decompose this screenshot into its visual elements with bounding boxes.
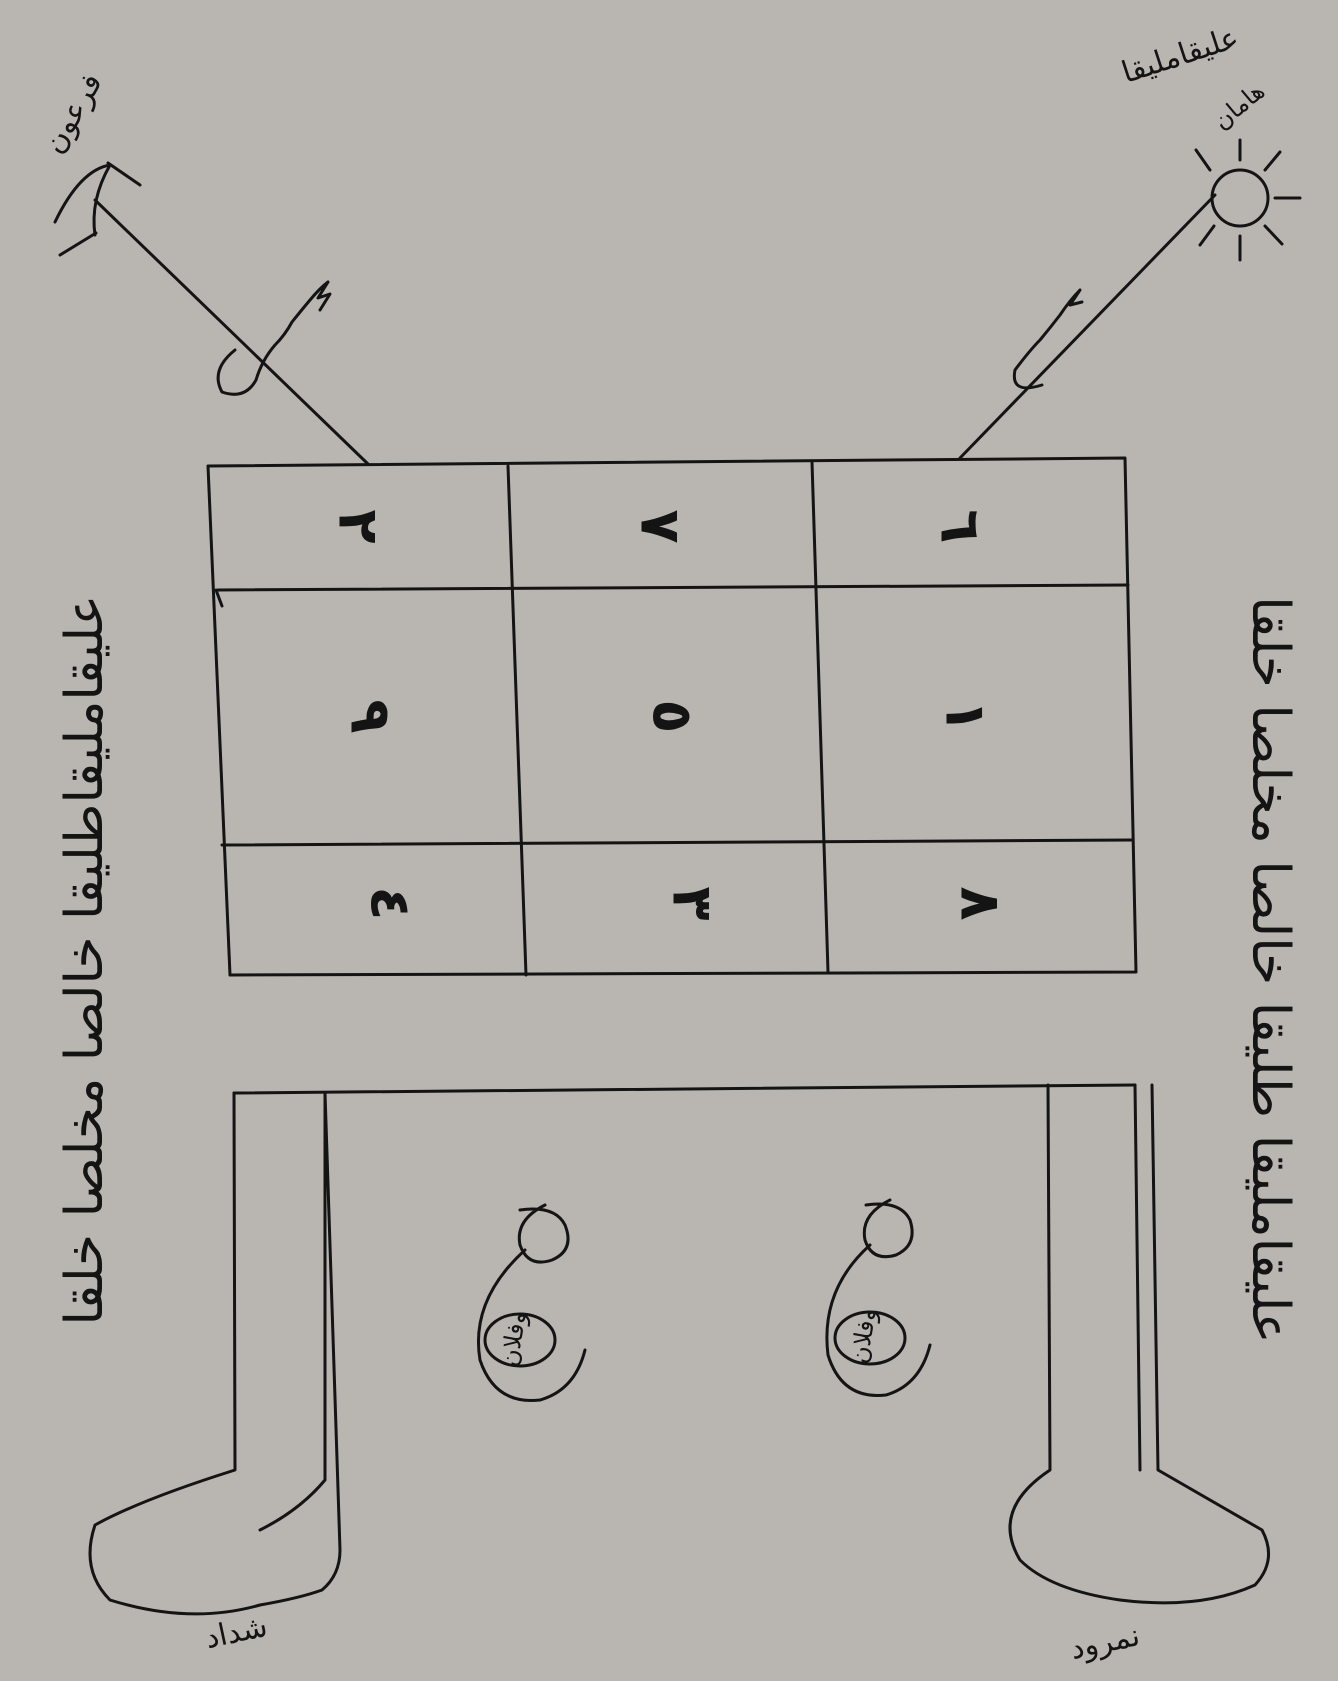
- grid-vertical-line-1: [508, 466, 526, 975]
- square-cell-r1c1: ٢: [326, 467, 391, 587]
- left-side-incantation: عليقامليقاطليقا خالصا مخلصا خلقا: [55, 510, 115, 1410]
- grid-vertical-line-2: [812, 462, 828, 972]
- right-sun-symbol: [1196, 140, 1300, 260]
- square-cell-r2c1: ٩: [338, 657, 403, 777]
- right-squiggle-sign: [1014, 290, 1082, 388]
- inner-left-sign: [478, 1205, 585, 1401]
- inner-right-sign: [827, 1200, 930, 1396]
- square-cell-r1c3: ٦: [928, 467, 993, 587]
- left-squiggle-sign: [218, 282, 330, 394]
- grid-stub-line: [216, 590, 222, 606]
- square-cell-r1c2: ٧: [628, 467, 693, 587]
- square-cell-r2c3: ١: [933, 657, 998, 777]
- square-cell-r3c3: ٨: [948, 844, 1013, 964]
- table-top: [234, 1085, 1135, 1093]
- right-antenna-line: [960, 195, 1215, 458]
- right-leg-inner: [1135, 1085, 1140, 1470]
- left-antenna-line: [95, 200, 368, 464]
- square-cell-r3c1: ٤: [358, 844, 423, 964]
- right-side-incantation: عليقامليقا طليقا خالصا مخلصا خلقا: [1240, 520, 1300, 1420]
- square-cell-r2c2: ٥: [640, 657, 705, 777]
- left-eye-symbol: [55, 163, 140, 255]
- square-cell-r3c2: ٣: [660, 844, 725, 964]
- left-leg-outer: [90, 1093, 340, 1614]
- left-leg-inner: [260, 1093, 325, 1530]
